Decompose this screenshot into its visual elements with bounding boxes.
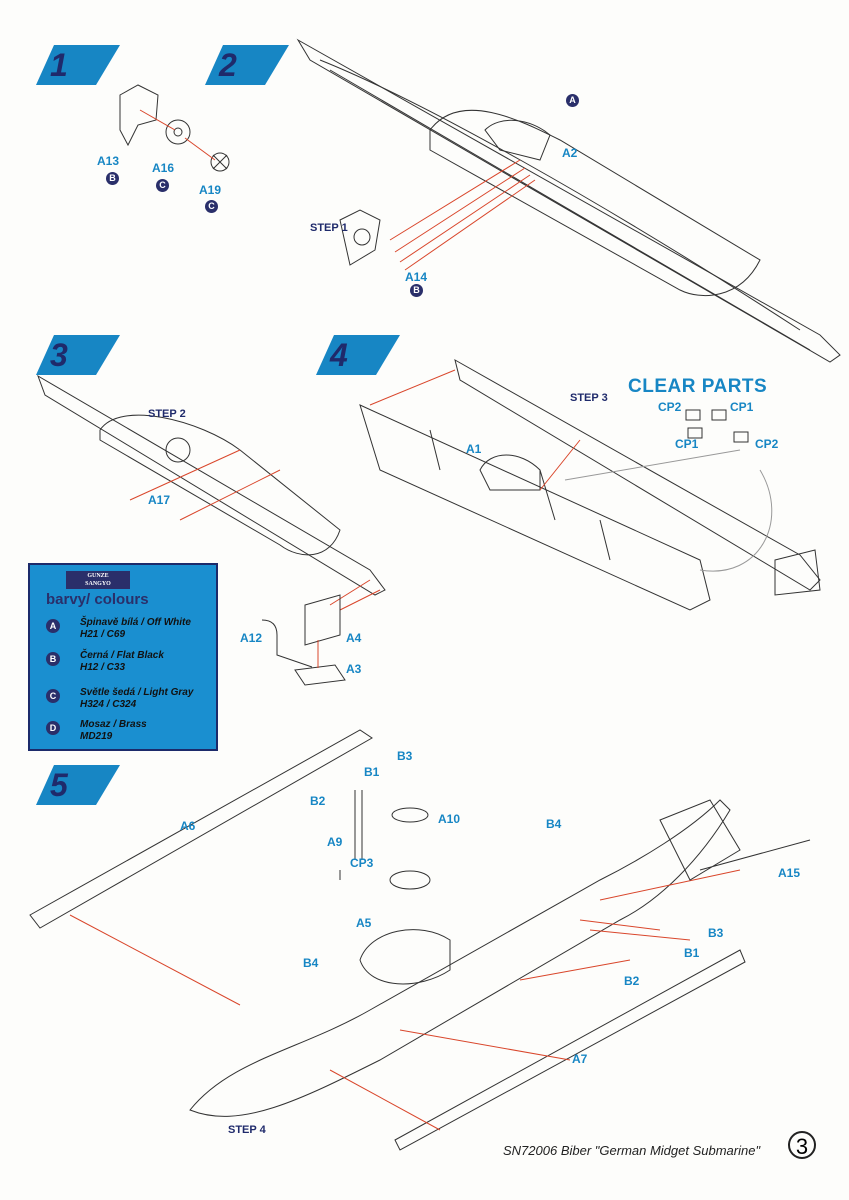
color-name: Černá / Flat Black bbox=[80, 650, 164, 661]
part-label: CP2 bbox=[755, 437, 779, 451]
color-ref: H21 / C69 bbox=[80, 629, 126, 640]
part-label: A6 bbox=[180, 819, 196, 833]
color-mark: C bbox=[156, 179, 169, 192]
part-label: CP3 bbox=[350, 856, 374, 870]
color-badge-a: A bbox=[46, 619, 60, 633]
part-label: CP1 bbox=[675, 437, 699, 451]
part-label: B4 bbox=[546, 817, 562, 831]
part-label: CP2 bbox=[658, 400, 682, 414]
step-badge-3: 3 bbox=[36, 335, 120, 375]
color-badge-d: D bbox=[46, 721, 60, 735]
step-number: 1 bbox=[50, 47, 68, 83]
part-label: A16 bbox=[152, 161, 175, 175]
part-label: A5 bbox=[356, 916, 372, 930]
color-ref: MD219 bbox=[80, 731, 113, 742]
step-ref: STEP 3 bbox=[570, 392, 608, 404]
part-label: A10 bbox=[438, 812, 461, 826]
legend-title: barvy/ colours bbox=[46, 591, 149, 608]
color-name: Světle šedá / Light Gray bbox=[80, 687, 194, 698]
color-badge-c: C bbox=[46, 689, 60, 703]
step-number: 3 bbox=[50, 337, 68, 373]
part-label: B1 bbox=[684, 946, 700, 960]
color-badge-b: B bbox=[46, 652, 60, 666]
step-badge-2: 2 bbox=[205, 45, 289, 85]
color-name: Špinavě bílá / Off White bbox=[80, 617, 191, 628]
part-label: A3 bbox=[346, 662, 362, 676]
color-mark: A bbox=[566, 94, 579, 107]
part-label: A19 bbox=[199, 183, 222, 197]
step-ref: STEP 4 bbox=[228, 1124, 266, 1136]
color-mark: B bbox=[106, 172, 119, 185]
color-ref: H12 / C33 bbox=[80, 662, 126, 673]
part-label: A2 bbox=[562, 146, 578, 160]
step-ref: STEP 1 bbox=[310, 222, 348, 234]
part-label: CP1 bbox=[730, 400, 754, 414]
part-label: A7 bbox=[572, 1052, 588, 1066]
part-label: A12 bbox=[240, 631, 263, 645]
footer-title: SN72006 Biber "German Midget Submarine" bbox=[503, 1143, 761, 1158]
step4-hull-and-parts bbox=[359, 358, 821, 611]
clear-parts-heading: CLEAR PARTS bbox=[628, 376, 768, 397]
color-mark: B bbox=[410, 284, 423, 297]
step-ref: STEP 2 bbox=[148, 408, 186, 420]
step1-parts bbox=[119, 84, 230, 172]
step-badge-4: 4 bbox=[316, 335, 400, 375]
part-label: A14 bbox=[405, 270, 428, 284]
part-label: B1 bbox=[364, 765, 380, 779]
page-number: 3 bbox=[788, 1131, 816, 1159]
color-name: Mosaz / Brass bbox=[80, 719, 147, 730]
step-number: 5 bbox=[50, 767, 68, 803]
part-label: A13 bbox=[97, 154, 120, 168]
part-label: B3 bbox=[397, 749, 413, 763]
step-number: 4 bbox=[330, 337, 348, 373]
step2-hull bbox=[296, 38, 841, 363]
part-label: B2 bbox=[624, 974, 640, 988]
step-number: 2 bbox=[219, 47, 237, 83]
part-label: A9 bbox=[327, 835, 343, 849]
part-label: B3 bbox=[708, 926, 724, 940]
step-badge-1: 1 bbox=[36, 45, 120, 85]
color-mark: C bbox=[205, 200, 218, 213]
part-label: A17 bbox=[148, 493, 171, 507]
step3-hull bbox=[37, 374, 386, 686]
part-label: A15 bbox=[778, 866, 801, 880]
part-label: B4 bbox=[303, 956, 319, 970]
part-label: B2 bbox=[310, 794, 326, 808]
step5-hull-and-parts bbox=[29, 729, 811, 1151]
part-label: A1 bbox=[466, 442, 482, 456]
step-badge-5: 5 bbox=[36, 765, 120, 805]
part-label: A4 bbox=[346, 631, 362, 645]
color-ref: H324 / C324 bbox=[80, 699, 137, 710]
